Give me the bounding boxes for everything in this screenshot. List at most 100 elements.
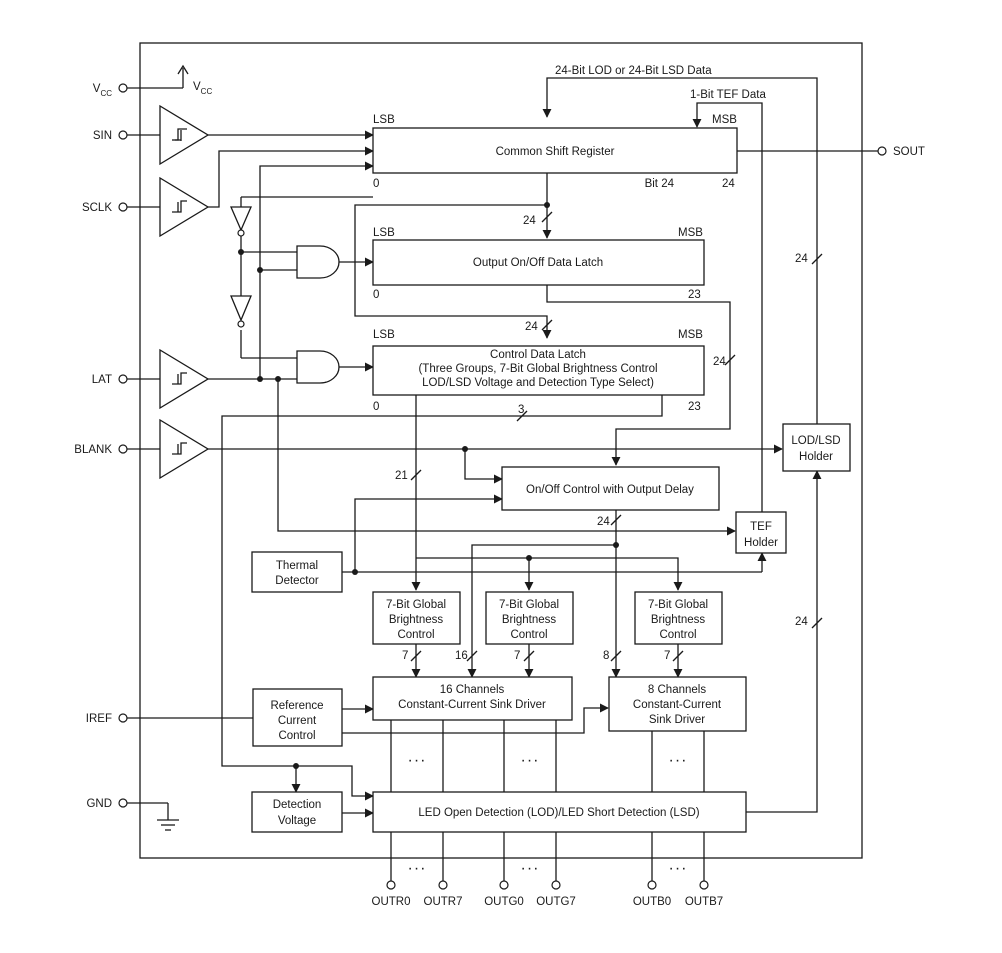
pin-sin bbox=[118, 130, 128, 140]
onoff-control-block: On/Off Control with Output Delay bbox=[501, 466, 720, 511]
shift-lsb: LSB bbox=[373, 114, 395, 126]
pin-gnd bbox=[118, 798, 128, 808]
driver16-line2: Constant-Current Sink Driver bbox=[398, 699, 546, 711]
control-lsb: LSB bbox=[373, 329, 395, 341]
bus-24-lodlsd-data: 24 bbox=[795, 253, 808, 265]
pin-sclk-label: SCLK bbox=[82, 202, 112, 214]
bus-24-to-control: 24 bbox=[525, 321, 538, 333]
shift-msb: MSB bbox=[712, 114, 737, 126]
gbc-green-line2: Brightness bbox=[502, 614, 557, 626]
pin-outg0-label: OUTG0 bbox=[484, 896, 524, 908]
gbc-blue-line1: 7-Bit Global bbox=[648, 599, 708, 611]
pin-blank bbox=[118, 444, 128, 454]
pin-lat bbox=[118, 374, 128, 384]
control-latch-line3: LOD/LSD Voltage and Detection Type Selec… bbox=[422, 377, 654, 389]
shift-bit0: 0 bbox=[373, 178, 379, 190]
sin-buffer bbox=[159, 104, 210, 166]
ellipsis-green: ··· bbox=[521, 752, 540, 769]
control-bit0: 0 bbox=[373, 401, 379, 413]
onoff-lsb: LSB bbox=[373, 227, 395, 239]
wires bbox=[127, 64, 878, 881]
driver8-line1: 8 Channels bbox=[648, 684, 706, 696]
control-latch-line2: (Three Groups, 7-Bit Global Brightness C… bbox=[418, 363, 657, 375]
pin-outr0-label: OUTR0 bbox=[372, 896, 411, 908]
pin-lat-label: LAT bbox=[92, 374, 112, 386]
thermal-line2: Detector bbox=[275, 575, 319, 587]
pin-iref-label: IREF bbox=[86, 713, 112, 725]
detvolt-line2: Voltage bbox=[278, 815, 316, 827]
refcurrent-line1: Reference bbox=[270, 700, 323, 712]
bus-3-detection: 3 bbox=[518, 404, 524, 416]
shift-bit24: Bit 24 bbox=[645, 178, 675, 190]
pins: VCC VCC SIN SCLK LAT BLANK IREF GND SOUT… bbox=[74, 81, 925, 908]
pin-sin-label: SIN bbox=[93, 130, 112, 142]
bus-8-driver: 8 bbox=[603, 650, 609, 662]
pin-vcc bbox=[118, 83, 128, 93]
lodlsd-holder-line2: Holder bbox=[799, 451, 833, 463]
pin-outg0 bbox=[499, 880, 509, 890]
inverter-1 bbox=[230, 206, 252, 237]
bus-21-gbc: 21 bbox=[395, 470, 408, 482]
ellipsis-blue: ··· bbox=[669, 752, 688, 769]
onoff-latch-label: Output On/Off Data Latch bbox=[473, 257, 603, 269]
shift-24: 24 bbox=[722, 178, 735, 190]
refcurrent-line2: Current bbox=[278, 715, 317, 727]
control-bit23: 23 bbox=[688, 401, 701, 413]
pin-outg7 bbox=[551, 880, 561, 890]
pin-outg7-label: OUTG7 bbox=[536, 896, 576, 908]
gbc-block-green: 7-Bit Global Brightness Control bbox=[485, 591, 574, 645]
and-gate-2 bbox=[296, 350, 340, 384]
gbc-green-line3: Control bbox=[510, 629, 547, 641]
control-latch-block: Control Data Latch (Three Groups, 7-Bit … bbox=[372, 329, 705, 413]
chip-outline bbox=[139, 42, 863, 859]
blank-buffer bbox=[159, 418, 210, 480]
bus-width-marks bbox=[410, 211, 823, 662]
pin-sout-label: SOUT bbox=[893, 146, 925, 158]
tef-holder-line2: Holder bbox=[744, 537, 778, 549]
driver8-line2: Constant-Current bbox=[633, 699, 722, 711]
lod-lsd-data-label: 24-Bit LOD or 24-Bit LSD Data bbox=[555, 65, 712, 77]
inverter-2 bbox=[230, 295, 252, 328]
refcurrent-line3: Control bbox=[278, 730, 315, 742]
tef-holder-line1: TEF bbox=[750, 521, 772, 533]
bus-24-onoff-out: 24 bbox=[713, 356, 726, 368]
pin-sclk bbox=[118, 202, 128, 212]
vcc-internal-label: VCC bbox=[193, 81, 212, 96]
lod-lsd-label: LED Open Detection (LOD)/LED Short Detec… bbox=[418, 807, 699, 819]
bus-7-blue: 7 bbox=[664, 650, 670, 662]
onoff-latch-block: Output On/Off Data Latch LSB MSB 0 23 bbox=[372, 227, 705, 301]
gbc-blue-line2: Brightness bbox=[651, 614, 706, 626]
pin-outb7-label: OUTB7 bbox=[685, 896, 723, 908]
ellipsis-outr: ··· bbox=[408, 860, 427, 877]
ellipsis-outg: ··· bbox=[521, 860, 540, 877]
annotations: 24-Bit LOD or 24-Bit LSD Data 1-Bit TEF … bbox=[395, 65, 808, 877]
pin-outb0-label: OUTB0 bbox=[633, 896, 671, 908]
input-buffers bbox=[159, 104, 340, 480]
and-gate-1 bbox=[296, 245, 340, 279]
lodlsd-holder-line1: LOD/LSD bbox=[791, 435, 840, 447]
tef-data-label: 1-Bit TEF Data bbox=[690, 89, 766, 101]
control-msb: MSB bbox=[678, 329, 703, 341]
detection-voltage-block: Detection Voltage bbox=[251, 791, 343, 833]
gbc-green-line1: 7-Bit Global bbox=[499, 599, 559, 611]
shift-register-block: Common Shift Register LSB MSB 0 Bit 24 2… bbox=[372, 114, 738, 190]
pin-iref bbox=[118, 713, 128, 723]
pin-outb7 bbox=[699, 880, 709, 890]
pin-gnd-label: GND bbox=[86, 798, 112, 810]
pin-outr0 bbox=[386, 880, 396, 890]
bus-7-green: 7 bbox=[514, 650, 520, 662]
junction-dots bbox=[238, 202, 619, 769]
detvolt-line1: Detection bbox=[273, 799, 322, 811]
pin-outr7-label: OUTR7 bbox=[424, 896, 463, 908]
bus-24-onoff-control: 24 bbox=[597, 516, 610, 528]
driver-8ch-block: 8 Channels Constant-Current Sink Driver bbox=[608, 676, 747, 732]
onoff-bit23: 23 bbox=[688, 289, 701, 301]
bus-24-shift-to-onoff: 24 bbox=[523, 215, 536, 227]
bus-24-lod-holder: 24 bbox=[795, 616, 808, 628]
gbc-red-line3: Control bbox=[397, 629, 434, 641]
shift-register-label: Common Shift Register bbox=[496, 146, 615, 158]
onoff-bit0: 0 bbox=[373, 289, 379, 301]
onoff-control-label: On/Off Control with Output Delay bbox=[526, 484, 694, 496]
gbc-red-line1: 7-Bit Global bbox=[386, 599, 446, 611]
